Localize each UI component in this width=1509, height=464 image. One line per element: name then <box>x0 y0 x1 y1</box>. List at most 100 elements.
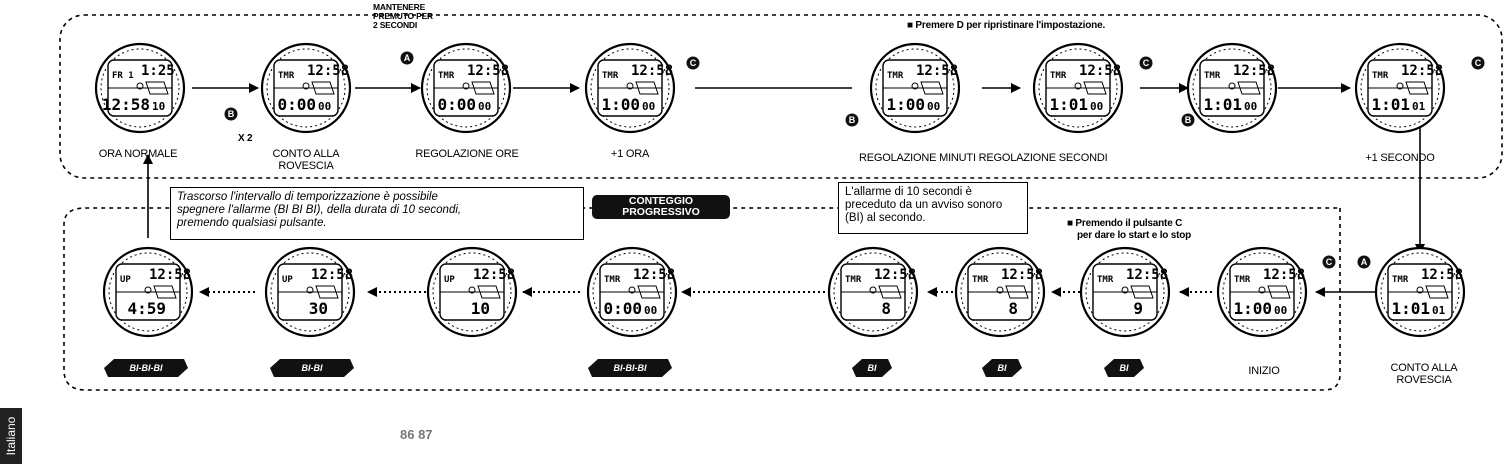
mantenere-label: MANTENERE PREMUTO PER 2 SECONDI <box>373 2 433 30</box>
watch-main-time: 1:01 <box>1049 95 1088 114</box>
watch-top-time: 12:58 <box>1233 63 1275 79</box>
watch-seconds: 10 <box>152 100 165 113</box>
watch-main-time: 1:00 <box>1233 299 1272 318</box>
watch-mode-text: TMR <box>887 71 904 81</box>
watch-mode-text: FR 1 <box>112 71 134 81</box>
label-conto-alla-rovescia-bottom: CONTO ALLA ROVESCIA <box>1390 362 1458 386</box>
watch-top-time: 1:25 <box>141 63 175 79</box>
watch-main-time: 8 <box>1008 299 1018 318</box>
watch-top-time: 12:58 <box>631 63 673 79</box>
watch-top-time: 12:58 <box>473 267 515 283</box>
bi-badge-text: BI <box>1120 363 1129 373</box>
watch-seconds: 00 <box>318 100 331 113</box>
top-row-frame <box>59 14 1503 179</box>
watch-tmr-8a: TMR 12:58 8 <box>827 246 919 338</box>
alarm-note: Trascorso l'intervallo di temporizzazion… <box>170 187 584 240</box>
conteggio-progressivo-badge: CONTEGGIO PROGRESSIVO <box>592 195 730 219</box>
button-letter: C <box>690 58 697 68</box>
watch-top-time: 12:58 <box>1079 63 1121 79</box>
watch-main-time: 8 <box>881 299 891 318</box>
watch-seconds: 00 <box>1090 100 1103 113</box>
button-b-icon: B <box>845 113 859 127</box>
watch-top-time: 12:58 <box>149 267 191 283</box>
label-ora-normale: ORA NORMALE <box>98 148 178 160</box>
button-c-icon: C <box>1471 56 1485 70</box>
watch-mode-text: TMR <box>1097 275 1114 285</box>
watch-mode-text: TMR <box>1392 275 1409 285</box>
watch-mode-text: TMR <box>972 275 989 285</box>
watch-mode-text: TMR <box>1234 275 1251 285</box>
watch-seconds: 00 <box>927 100 940 113</box>
button-letter: C <box>1143 58 1150 68</box>
watch-main-time: 1:00 <box>601 95 640 114</box>
watch-mode-text: UP <box>120 275 131 285</box>
button-a-icon: A <box>400 51 414 65</box>
watch-main-time: 9 <box>1133 299 1143 318</box>
bi-beep-badge: BI <box>982 359 1022 377</box>
button-b-icon: B <box>1181 113 1195 127</box>
watch-top-time: 12:58 <box>1421 267 1463 283</box>
watch-top-time: 12:58 <box>633 267 675 283</box>
watch-seconds: 01 <box>1412 100 1426 113</box>
watch-main-time: 0:00 <box>437 95 476 114</box>
watch-main-time: 1:01 <box>1371 95 1410 114</box>
label-piu-uno-secondo: +1 SECONDO <box>1365 152 1435 164</box>
watch-seconds: 00 <box>644 304 657 317</box>
watch-tmr-8b: TMR 12:58 8 <box>954 246 1046 338</box>
watch-main-time: 0:00 <box>277 95 316 114</box>
watch-top-time: 12:58 <box>916 63 958 79</box>
watch-top-time: 12:58 <box>307 63 349 79</box>
language-tab: Italiano <box>0 408 22 464</box>
watch-top-time: 12:58 <box>874 267 916 283</box>
watch-main-time: 12:58 <box>102 95 150 114</box>
x2-label: X 2 <box>238 133 253 144</box>
bi-badge-text: BI <box>868 363 877 373</box>
label-regolazione-ore: REGOLAZIONE ORE <box>415 148 519 160</box>
top-row-arrows <box>143 83 1425 297</box>
button-b-icon: B <box>224 107 238 121</box>
bi-badge-text: BI-BI-BI <box>130 363 163 373</box>
watch-mode-text: TMR <box>438 71 455 81</box>
watch-seconds: 00 <box>1274 304 1287 317</box>
watch-mode-text: TMR <box>604 275 621 285</box>
label-inizio: INIZIO <box>1248 365 1280 377</box>
button-c-icon: C <box>686 56 700 70</box>
watch-mode-text: TMR <box>278 71 295 81</box>
watch-top-time: 12:58 <box>1401 63 1443 79</box>
bi-beep-badge: BI-BI-BI <box>104 359 188 377</box>
bottom-row-frame <box>63 207 1341 391</box>
label-piu-uno-ora: +1 ORA <box>610 148 650 160</box>
page-numbers: 86 87 <box>400 427 433 442</box>
watch-top-time: 12:58 <box>1001 267 1043 283</box>
watch-main-time: 0:00 <box>603 299 642 318</box>
watch-mode-text: TMR <box>602 71 619 81</box>
watch-seconds: 01 <box>1432 304 1446 317</box>
watch-seconds: 00 <box>1244 100 1257 113</box>
watch-main-time: 1:00 <box>886 95 925 114</box>
button-letter: B <box>849 115 856 125</box>
button-c-icon: C <box>1139 56 1153 70</box>
watch-mode-text: TMR <box>1050 71 1067 81</box>
label-conto-alla-rovescia: CONTO ALLA ROVESCIA <box>272 148 340 172</box>
button-letter: C <box>1475 58 1482 68</box>
watch-mode-text: TMR <box>1372 71 1389 81</box>
bi-beep-badge: BI-BI-BI <box>588 359 672 377</box>
watch-main-time: 4:59 <box>127 299 166 318</box>
bi-beep-badge: BI-BI <box>270 359 354 377</box>
watch-main-time: 10 <box>471 299 490 318</box>
watch-mode-text: TMR <box>845 275 862 285</box>
button-letter: A <box>1361 257 1368 267</box>
bi-beep-badge: BI <box>1104 359 1144 377</box>
